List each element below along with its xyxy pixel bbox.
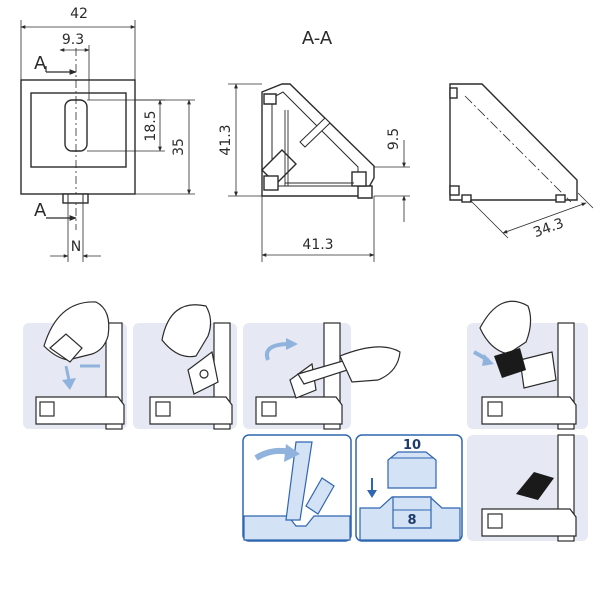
dim-diagonal: 34.3 [531, 215, 566, 241]
dim-flange: 9.5 [386, 128, 402, 150]
dim-slot-height: 18.5 [143, 110, 159, 141]
step-1-panel [23, 301, 127, 430]
front-view [20, 20, 195, 262]
dim-section-width: 41.3 [302, 237, 333, 253]
step-5-panel [467, 434, 588, 542]
section-mark-top: A [34, 53, 47, 74]
detail-size-panel [355, 434, 463, 542]
step-4-panel [467, 300, 588, 430]
bottom-width-label: 8 [407, 513, 416, 528]
section-title: A-A [302, 28, 333, 49]
step-3-panel [243, 322, 401, 430]
section-mark-bottom: A [34, 200, 47, 221]
dim-section-height: 41.3 [218, 124, 234, 155]
detail-insertion-panel [242, 434, 352, 542]
top-width-label: 10 [403, 438, 421, 453]
side-view [449, 83, 594, 239]
dim-height: 35 [171, 138, 187, 156]
section-dimension-lines [228, 83, 410, 262]
step-2-panel [133, 304, 237, 430]
dim-slot-offset: 9.3 [62, 32, 84, 48]
dim-nut: N [71, 239, 81, 255]
dim-width: 42 [70, 6, 88, 22]
section-view [261, 83, 375, 199]
